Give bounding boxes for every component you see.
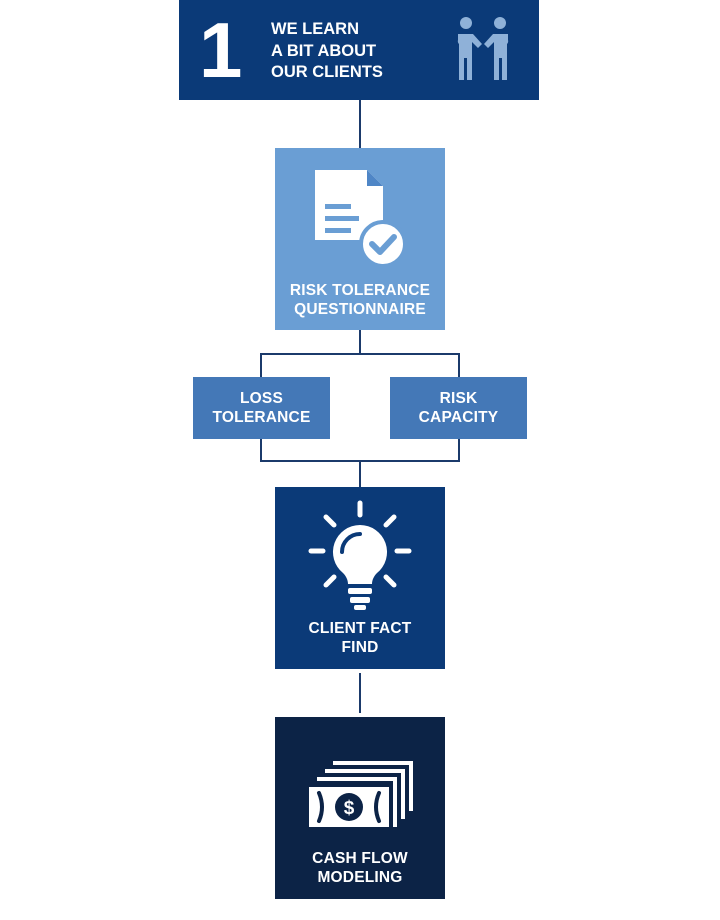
step-title: WE LEARN A BIT ABOUT OUR CLIENTS <box>271 19 421 84</box>
connector-rtq-down <box>359 330 361 354</box>
connector-fact-to-cash <box>359 673 361 713</box>
step-number: 1 <box>199 6 243 94</box>
client-fact-find-box: CLIENT FACT FIND <box>275 487 445 669</box>
connector-split-left <box>260 353 262 377</box>
label-line: TOLERANCE <box>212 409 311 426</box>
risk-capacity-box: RISK CAPACITY <box>390 377 527 439</box>
svg-text:$: $ <box>344 798 355 819</box>
connector-merge-right <box>458 439 460 462</box>
money-stack-icon: $ <box>309 761 413 827</box>
step-title-line: WE LEARN <box>271 20 359 38</box>
risk-tolerance-label: RISK TOLERANCE QUESTIONNAIRE <box>275 281 445 319</box>
loss-tolerance-box: LOSS TOLERANCE <box>193 377 330 439</box>
connector-split-horizontal <box>260 353 460 355</box>
loss-tolerance-label: LOSS TOLERANCE <box>193 389 330 427</box>
label-line: CASH FLOW <box>312 850 408 867</box>
label-line: FIND <box>341 639 379 656</box>
connector-merge-left <box>260 439 262 462</box>
label-line: CLIENT FACT <box>308 620 412 637</box>
document-check-icon <box>315 170 407 268</box>
lightbulb-icon <box>308 500 412 610</box>
cash-flow-modeling-box: $ CASH FLOW MODELING <box>275 717 445 899</box>
handshake-icon <box>457 17 509 80</box>
label-line: RISK <box>439 390 478 407</box>
client-fact-find-label: CLIENT FACT FIND <box>275 619 445 657</box>
risk-capacity-label: RISK CAPACITY <box>390 389 527 427</box>
label-line: QUESTIONNAIRE <box>294 301 426 318</box>
label-line: CAPACITY <box>418 409 499 426</box>
cash-flow-modeling-label: CASH FLOW MODELING <box>275 849 445 887</box>
label-line: RISK TOLERANCE <box>289 282 431 299</box>
connector-split-right <box>458 353 460 377</box>
step-title-line: OUR CLIENTS <box>271 63 383 81</box>
risk-tolerance-questionnaire-box: RISK TOLERANCE QUESTIONNAIRE <box>275 148 445 330</box>
label-line: MODELING <box>317 869 403 886</box>
step-header: 1 WE LEARN A BIT ABOUT OUR CLIENTS <box>179 0 539 100</box>
connector-merge-to-fact <box>359 460 361 487</box>
connector-header-to-rtq <box>359 100 361 148</box>
label-line: LOSS <box>239 390 283 407</box>
step-title-line: A BIT ABOUT <box>271 41 377 60</box>
